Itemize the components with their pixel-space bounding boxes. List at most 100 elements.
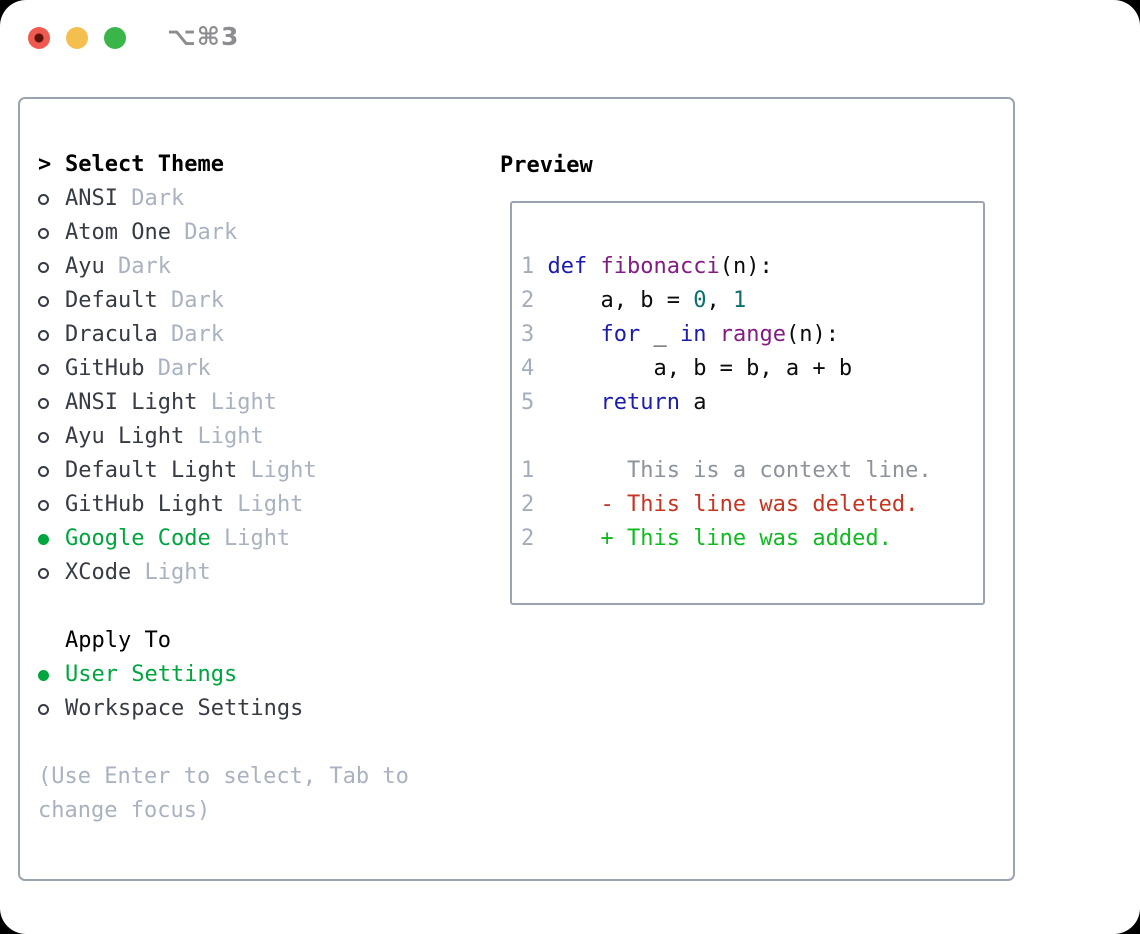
spacer-row	[38, 726, 409, 760]
radio-selected-icon	[38, 669, 49, 681]
theme-option-ayu-light-light[interactable]: Ayu Light Light	[38, 420, 409, 454]
theme-variant-label: Dark	[157, 356, 211, 381]
radio-unselected-icon	[38, 295, 49, 307]
theme-option-default-dark[interactable]: Default Dark	[38, 284, 409, 318]
theme-option-dracula-dark[interactable]: Dracula Dark	[38, 318, 409, 352]
token-literal: 1	[732, 288, 747, 313]
token-line-number: 2	[521, 492, 535, 517]
radio-marker	[38, 431, 65, 443]
preview-title: Preview	[500, 152, 593, 178]
code-blank-line	[521, 420, 932, 454]
radio-marker	[38, 499, 65, 511]
radio-marker	[38, 669, 65, 681]
theme-option-label: ANSI	[65, 186, 118, 211]
token-deleted: - This line was deleted.	[534, 492, 919, 517]
theme-variant-label: Light	[237, 492, 304, 517]
token-keyword: in	[679, 322, 707, 347]
token-name: fibonacci	[600, 254, 720, 279]
radio-marker	[38, 227, 65, 239]
token-plain: (n):	[719, 254, 773, 279]
theme-option-label: GitHub	[65, 356, 145, 381]
token-keyword: for	[600, 322, 641, 347]
radio-marker	[38, 261, 65, 273]
spacer-row	[38, 590, 409, 624]
token-plain	[706, 322, 719, 347]
radio-marker	[38, 397, 65, 409]
select-theme-title: Select Theme	[65, 152, 224, 177]
code-line-2: 2 a, b = 0, 1	[521, 284, 932, 318]
token-plain: a	[679, 390, 707, 415]
code-line-3: 3 for _ in range(n):	[521, 318, 932, 352]
token-line-number: 2	[521, 288, 535, 313]
token-plain	[534, 390, 600, 415]
theme-variant-label: Dark	[170, 288, 224, 313]
theme-option-label: Default Light	[65, 458, 238, 483]
token-line-number: 1	[521, 254, 535, 279]
token-line-number: 1	[521, 458, 535, 483]
zoom-button-icon[interactable]	[104, 27, 126, 49]
apply-option-label: Workspace Settings	[65, 696, 304, 721]
apply-option-label: User Settings	[65, 662, 238, 687]
code-line-7: 1 This is a context line.	[521, 454, 932, 488]
theme-variant-label: Dark	[184, 220, 238, 245]
theme-option-default-light-light[interactable]: Default Light Light	[38, 454, 409, 488]
token-line-number: 4	[521, 356, 535, 381]
token-literal: 0	[693, 288, 707, 313]
apply-option-workspace-settings[interactable]: Workspace Settings	[38, 692, 409, 726]
radio-unselected-icon	[38, 703, 49, 715]
code-line-9: 2 + This line was added.	[521, 522, 932, 556]
radio-unselected-icon	[38, 193, 49, 205]
theme-option-label: Ayu Light	[65, 424, 185, 449]
theme-option-github-light-light[interactable]: GitHub Light Light	[38, 488, 409, 522]
theme-variant-label: Light	[250, 458, 317, 483]
theme-variant-label: Dark	[170, 322, 224, 347]
token-plain: a, b =	[534, 288, 694, 313]
token-context: This is a context line.	[534, 458, 932, 483]
close-button-icon[interactable]	[28, 27, 50, 49]
minimize-button-icon[interactable]	[66, 27, 88, 49]
token-plain: (n):	[785, 322, 839, 347]
token-plain	[587, 254, 600, 279]
code-line-5: 5 return a	[521, 386, 932, 420]
theme-option-xcode-light[interactable]: XCode Light	[38, 556, 409, 590]
token-plain	[534, 322, 600, 347]
apply-option-user-settings[interactable]: User Settings	[38, 658, 409, 692]
token-plain: ,	[706, 288, 733, 313]
radio-marker	[38, 193, 65, 205]
theme-variant-label: Light	[223, 526, 291, 551]
traffic-lights	[28, 27, 126, 49]
radio-marker	[38, 363, 65, 375]
theme-variant-label: Light	[197, 424, 264, 449]
theme-option-google-code-light[interactable]: Google Code Light	[38, 522, 409, 556]
theme-option-label: ANSI Light	[65, 390, 198, 415]
theme-variant-label: Light	[144, 560, 211, 585]
radio-selected-icon	[38, 533, 49, 545]
apply-to-title: Apply To	[65, 628, 171, 653]
token-line-number: 3	[521, 322, 535, 347]
radio-unselected-icon	[38, 227, 49, 239]
theme-option-github-dark[interactable]: GitHub Dark	[38, 352, 409, 386]
radio-unselected-icon	[38, 499, 49, 511]
window-title: ⌥⌘3	[167, 22, 240, 51]
theme-option-label: GitHub Light	[65, 492, 224, 517]
code-line-8: 2 - This line was deleted.	[521, 488, 932, 522]
theme-option-label: Dracula	[65, 322, 158, 347]
theme-option-label: Default	[65, 288, 158, 313]
theme-option-label: Google Code	[65, 526, 211, 551]
radio-marker	[38, 295, 65, 307]
radio-unselected-icon	[38, 363, 49, 375]
code-line-4: 4 a, b = b, a + b	[521, 352, 932, 386]
token-line-number: 5	[521, 390, 535, 415]
token-added: + This line was added.	[534, 526, 892, 551]
token-name: range	[719, 322, 786, 347]
theme-option-label: XCode	[65, 560, 132, 585]
